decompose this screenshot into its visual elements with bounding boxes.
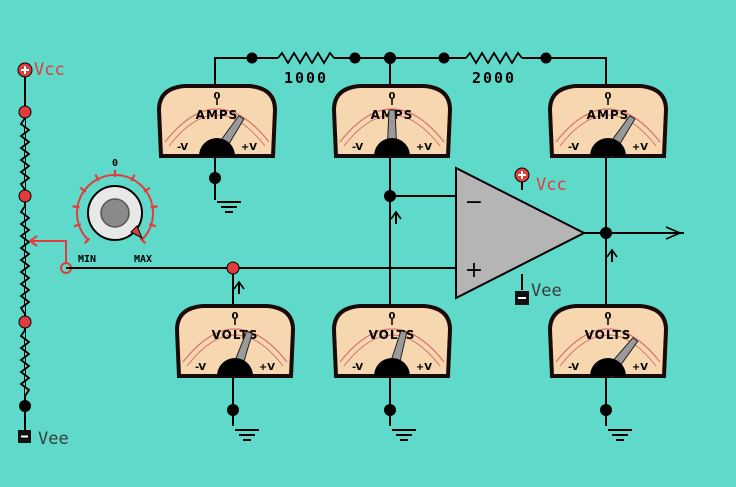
meter-neg-label: -V [195,362,206,373]
knob-pointer [130,225,144,240]
vcc-label: Vcc [34,60,65,80]
knob-arc [76,174,154,241]
meter-scale-arc-inner [559,114,657,147]
opamp-vcc-label: Vcc [536,175,567,195]
meter-scale-arc [182,328,288,363]
potentiometer-resistor [19,205,31,315]
meter-scale-arc [339,108,445,143]
knob-scale [72,170,158,245]
ground-volts-right [607,429,633,441]
meter-hub [374,358,410,376]
divider-node-1 [18,105,32,119]
opamp-vee-label: Vee [531,281,562,301]
vee-label: Vee [38,429,69,449]
meter-scale-arc-inner [168,114,266,147]
divider-resistor-bottom [19,329,31,397]
meter-pos-label: +V [632,362,648,373]
pot-wiper[interactable] [30,240,67,268]
knob-max-label: MAX [134,254,152,265]
meter-neg-label: -V [352,142,363,153]
vcc-terminal: Vcc [17,60,65,80]
meter-scale-arc-inner [343,334,441,367]
knob-zero-label: 0 [112,158,118,169]
supply-divider [18,72,72,436]
resistor-1000-label: 1000 [284,69,328,87]
meter-zero-label: 0 [389,311,396,322]
meter-pos-label: +V [632,142,648,153]
meter-face [547,84,669,158]
meter-scale-arc [339,328,445,363]
probe-output [606,249,618,263]
resistor-1000: 1000 [277,51,335,87]
ground-volts-left [234,429,260,441]
meter-zero-label: 0 [232,311,239,322]
meter-face [331,304,453,378]
junctions [209,52,612,416]
opamp-plus-label: + [465,258,483,283]
meter-scale-arc-inner [186,334,284,367]
meter-pos-label: +V [416,142,432,153]
divider-node-3 [18,315,32,329]
meter-scale-arc-inner [559,334,657,367]
opamp-minus-label: − [465,190,483,215]
meter-scale-arc [555,328,661,363]
divider-node-2 [18,189,32,203]
meter-pos-label: +V [259,362,275,373]
opamp-vcc-terminal: Vcc [514,167,567,195]
meter-neg-label: -V [568,142,579,153]
meter-hub [374,138,410,156]
meter-neg-label: -V [177,142,188,153]
meter-scale-arc [164,108,270,143]
meter-hub [217,358,253,376]
knob-min-label: MIN [78,254,96,265]
pot-knob[interactable]: 0 MIN MAX [72,158,158,265]
meter-title: VOLTS [369,328,416,342]
meter-neg-label: -V [352,362,363,373]
opamp-vee-terminal: Vee [515,281,562,305]
output-arrow [665,226,683,240]
meter-zero-label: 0 [214,91,221,102]
meter-title: AMPS [196,108,239,122]
ground-amps-left [216,201,242,213]
probe-inverting [390,211,402,225]
meter-hub [590,138,626,156]
meter-zero-label: 0 [605,311,612,322]
meter-face [156,84,278,158]
meter-hub [199,138,235,156]
meter-title: AMPS [587,108,630,122]
meter-zero-label: 0 [389,91,396,102]
resistor-2000-label: 2000 [472,69,516,87]
knob-cap [100,198,130,228]
meter-pos-label: +V [241,142,257,153]
meter-pos-label: +V [416,362,432,373]
meter-neg-label: -V [568,362,579,373]
vee-terminal: Vee [18,429,69,449]
meter-hub [590,358,626,376]
ground-volts-mid [391,429,417,441]
meter-face [174,304,296,378]
meter-title: VOLTS [585,328,632,342]
noninverting-node [226,261,240,275]
divider-resistor-top [19,117,31,191]
meter-zero-label: 0 [605,91,612,102]
meter-face [547,304,669,378]
probe-noninverting [233,281,245,295]
meter-scale-arc [555,108,661,143]
op-amp: − + [455,166,587,300]
resistor-2000: 2000 [465,51,523,87]
vee-node [19,400,31,412]
